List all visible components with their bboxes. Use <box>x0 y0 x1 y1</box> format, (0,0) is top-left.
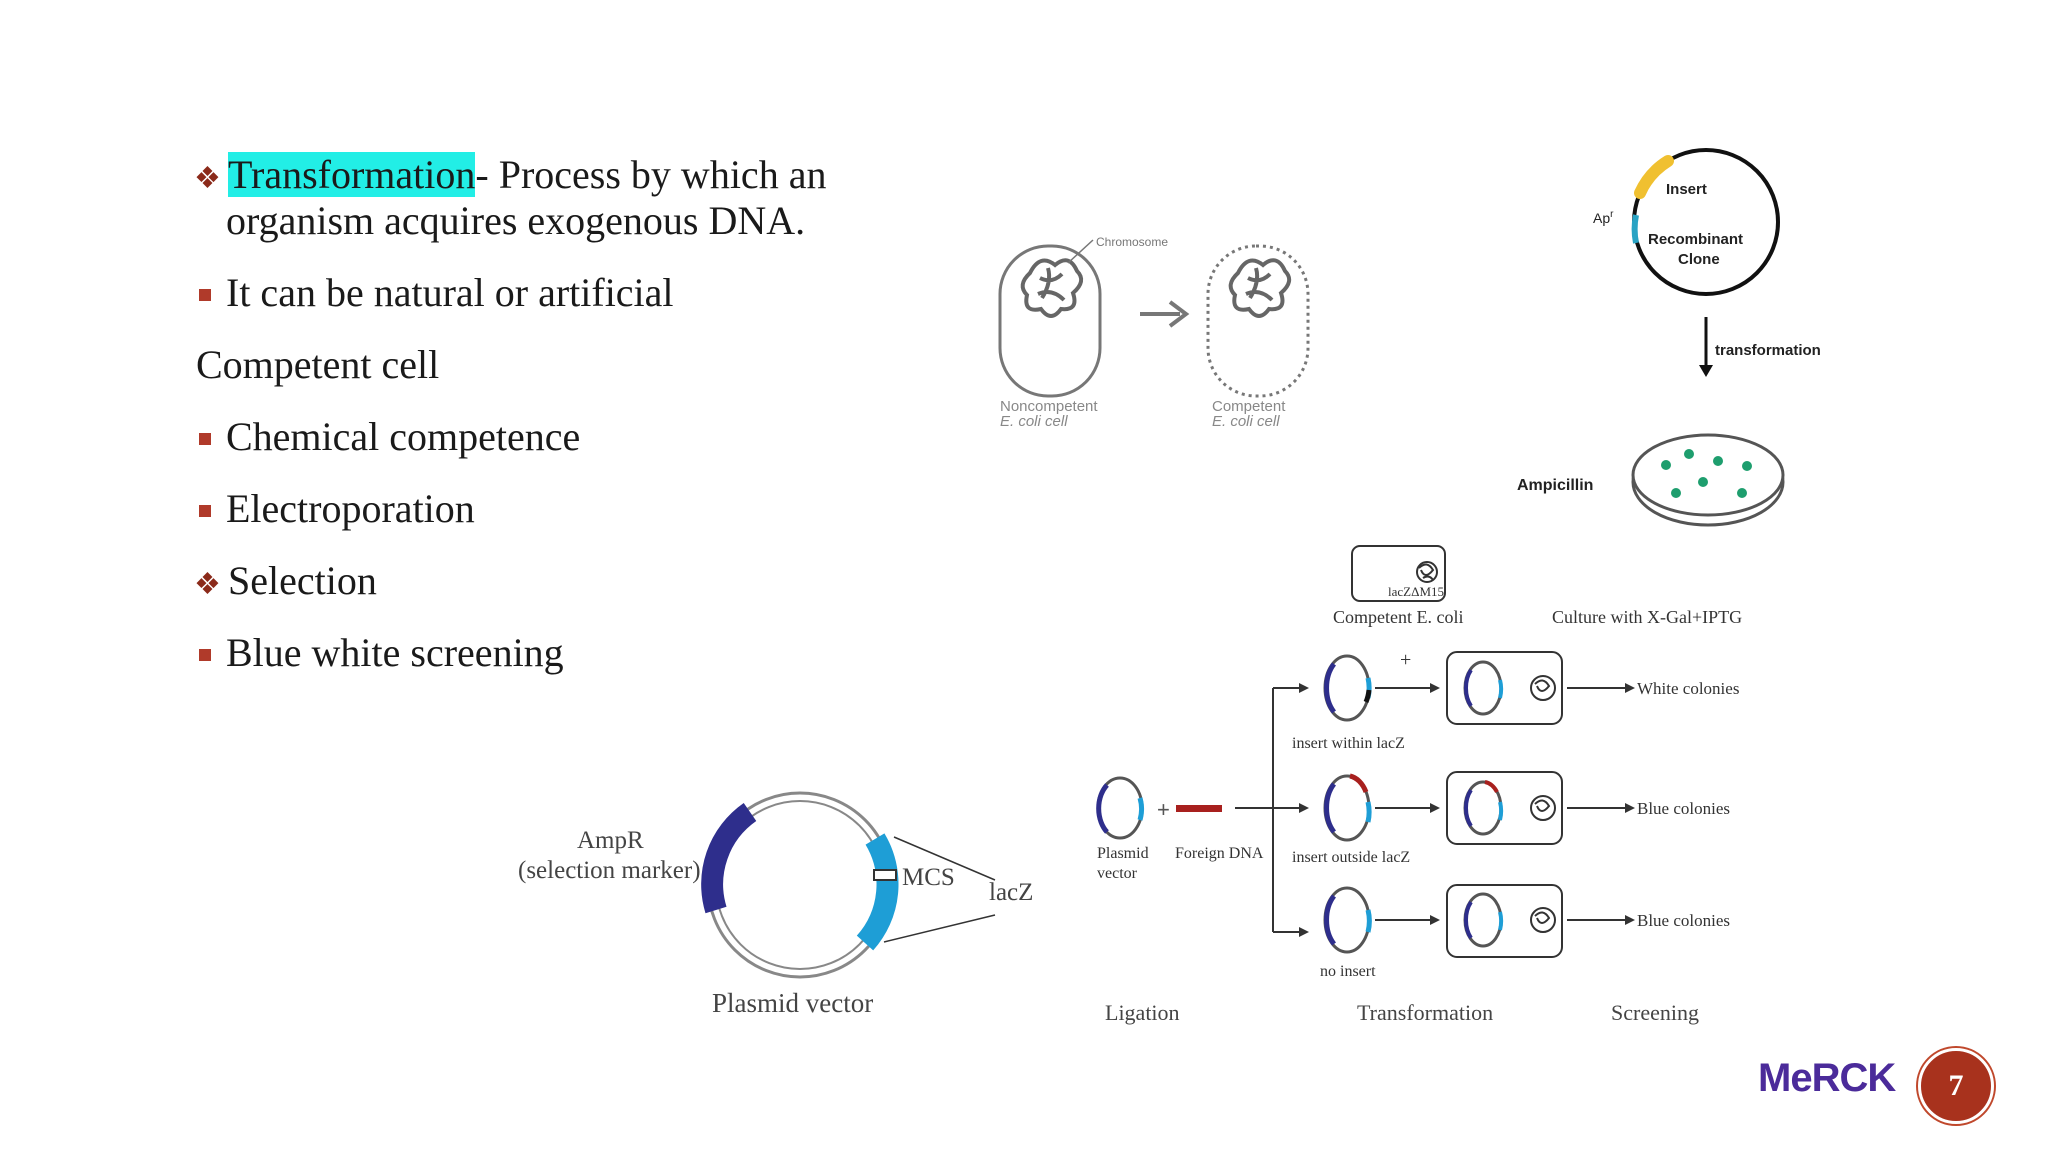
plasmid-insert-within-icon <box>1323 654 1372 722</box>
noncompetent-label-2: E. coli cell <box>1000 413 1068 430</box>
plasmid-vector-caption: Plasmid vector <box>712 988 873 1018</box>
noncompetent-label-1: Noncompetent <box>1000 398 1098 415</box>
lacz-label: lacZ <box>989 879 1033 906</box>
chromosome-icon <box>1020 258 1084 318</box>
plasmid-vector-icon <box>1096 776 1144 840</box>
competent-label-2: E. coli cell <box>1212 413 1280 430</box>
plasmid-no-insert-icon <box>1323 886 1372 954</box>
transformation-arrow-label: transformation <box>1715 342 1821 359</box>
competent-label-1: Competent <box>1212 398 1286 415</box>
blue-colonies-label-1: Blue colonies <box>1637 799 1730 818</box>
plus-label: + <box>1400 649 1411 671</box>
square-bullet-icon <box>199 433 211 445</box>
ampr-gene-segment-icon <box>701 802 757 914</box>
competent-cell-icon <box>1206 244 1310 398</box>
page-number-badge: 7 <box>1918 1048 1994 1124</box>
ligation-caption: Ligation <box>1105 1000 1180 1025</box>
culture-label: Culture with X-Gal+IPTG <box>1552 607 1742 627</box>
plasmid-insert-outside-icon <box>1323 773 1372 842</box>
cell-box-icon <box>1446 771 1563 845</box>
square-bullet-icon <box>199 505 211 517</box>
chromosome-icon <box>1416 561 1438 583</box>
selection-marker-label: (selection marker) <box>518 857 701 884</box>
screening-caption: Screening <box>1611 1000 1699 1025</box>
ampr-label: AmpR <box>577 827 644 854</box>
foreign-dna-icon <box>1176 805 1222 812</box>
diamond-bullet-icon: ❖ <box>194 568 221 601</box>
arrow-icon <box>1140 300 1190 328</box>
lacz-m15-label: lacZΔM15 <box>1388 584 1444 599</box>
chromosome-icon <box>1228 258 1292 318</box>
cell-box-icon <box>1446 884 1563 958</box>
no-insert-label: no insert <box>1320 963 1376 980</box>
square-bullet-icon <box>199 289 211 301</box>
recombinant-label: Recombinant <box>1648 231 1743 248</box>
merck-logo: MeRCK <box>1758 1056 1896 1100</box>
competent-ecoli-label: Competent E. coli <box>1333 607 1463 627</box>
mcs-label: MCS <box>902 864 955 891</box>
transformation-definition: - Process by which an <box>475 152 827 197</box>
plasmid-label-1: Plasmid <box>1097 845 1149 862</box>
plus-icon: + <box>1157 797 1170 822</box>
highlighted-term: Transformation <box>228 152 476 197</box>
ap-label: Apr <box>1593 209 1614 226</box>
insert-outside-label: insert outside lacZ <box>1292 849 1410 866</box>
transformation-caption: Transformation <box>1357 1000 1493 1025</box>
cell-box-icon <box>1446 651 1563 725</box>
plasmid-label-2: vector <box>1097 865 1138 882</box>
chromosome-label: Chromosome <box>1096 235 1168 249</box>
lacz-gene-segment-icon <box>856 833 899 951</box>
plasmid-vector-diagram: AmpR (selection marker) MCS lacZ Plasmid… <box>518 791 1033 1018</box>
competent-heading: Competent cell <box>196 342 440 387</box>
white-colonies-label: White colonies <box>1637 679 1739 698</box>
clone-label: Clone <box>1678 251 1720 268</box>
blue-white-screening-diagram: lacZΔM15 Competent E. coli Culture with … <box>1096 545 1742 1025</box>
foreign-dna-label: Foreign DNA <box>1175 845 1264 862</box>
down-arrow-icon <box>1699 317 1713 377</box>
competence-diagram: Chromosome Noncompetent E. coli cell Com… <box>998 235 1310 430</box>
insert-label: Insert <box>1666 181 1707 198</box>
ampicillin-label: Ampicillin <box>1517 477 1593 494</box>
competent-ecoli-box-icon <box>1351 545 1446 602</box>
recombinant-clone-diagram: Insert Apr Recombinant Clone transformat… <box>1517 148 1821 527</box>
blue-colonies-label-2: Blue colonies <box>1637 911 1730 930</box>
ap-gene-segment-icon <box>1631 214 1639 244</box>
mcs-site-icon <box>873 869 897 881</box>
insert-within-label: insert within lacZ <box>1292 735 1405 752</box>
transformation-line2: organism acquires exogenous DNA. <box>226 198 806 243</box>
insert-segment-icon <box>1634 155 1674 199</box>
noncompetent-cell-icon <box>998 244 1102 398</box>
diamond-bullet-icon: ❖ <box>194 162 221 195</box>
petri-dish-icon <box>1631 433 1785 527</box>
square-bullet-icon <box>199 649 211 661</box>
